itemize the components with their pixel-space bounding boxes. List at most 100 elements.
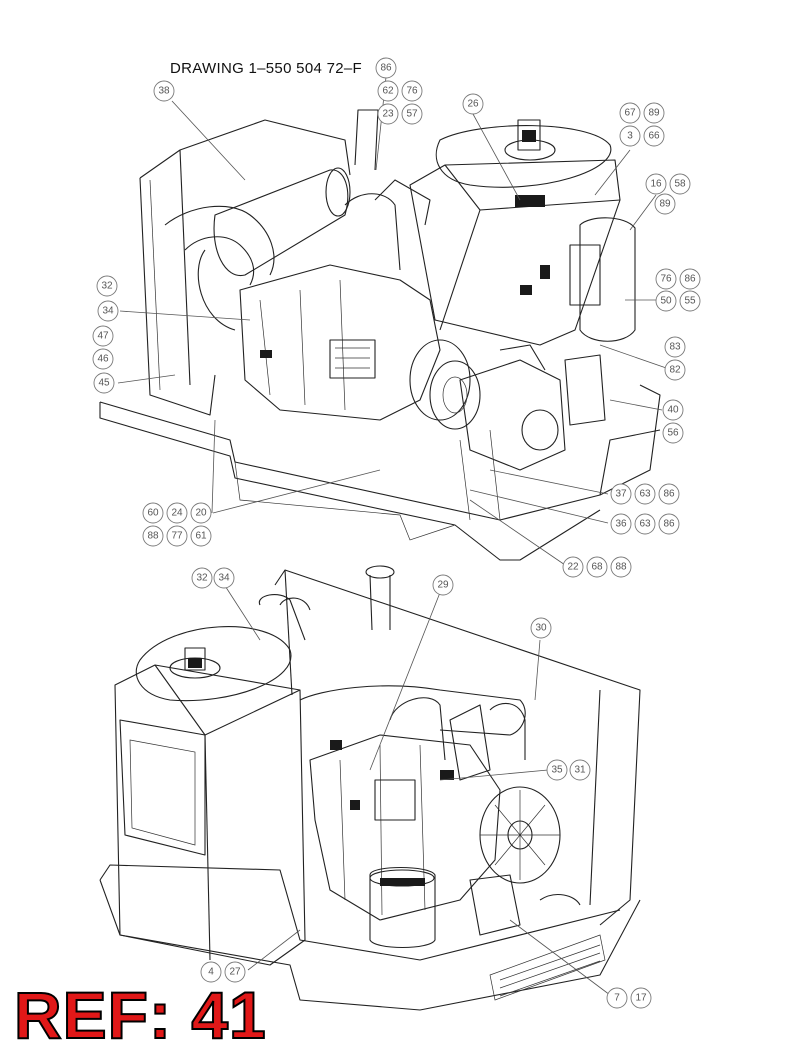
svg-text:86: 86	[380, 63, 392, 74]
callout-66: 66	[643, 125, 665, 147]
svg-text:46: 46	[97, 354, 109, 365]
callout-50: 50	[655, 290, 677, 312]
svg-text:36: 36	[615, 519, 627, 530]
callout-63a: 63	[634, 483, 656, 505]
svg-text:35: 35	[551, 765, 563, 776]
svg-text:27: 27	[229, 967, 241, 978]
svg-text:34: 34	[102, 306, 114, 317]
svg-text:7: 7	[614, 993, 620, 1004]
callout-63b: 63	[634, 513, 656, 535]
callout-32b: 32	[191, 567, 213, 589]
callout-4: 4	[200, 961, 222, 983]
callout-38: 38	[153, 80, 175, 102]
svg-text:77: 77	[171, 531, 183, 542]
callout-37: 37	[610, 483, 632, 505]
svg-text:89: 89	[648, 108, 660, 119]
callout-16: 16	[645, 173, 667, 195]
callout-67: 67	[619, 102, 641, 124]
callout-61: 61	[190, 525, 212, 547]
svg-text:32: 32	[101, 281, 113, 292]
callout-83: 83	[664, 336, 686, 358]
callout-27: 27	[224, 961, 246, 983]
svg-text:86: 86	[663, 519, 675, 530]
callout-56: 56	[662, 422, 684, 444]
svg-text:57: 57	[406, 109, 418, 120]
svg-text:34: 34	[218, 573, 230, 584]
svg-text:29: 29	[437, 580, 449, 591]
callout-57: 57	[401, 103, 423, 125]
svg-text:32: 32	[196, 573, 208, 584]
svg-text:82: 82	[669, 365, 681, 376]
callout-22: 22	[562, 556, 584, 578]
svg-text:17: 17	[635, 993, 647, 1004]
svg-text:26: 26	[467, 99, 479, 110]
callout-40: 40	[662, 399, 684, 421]
callout-24: 24	[166, 502, 188, 524]
ref-label: REF: 41	[13, 978, 267, 1052]
callout-62: 62	[377, 80, 399, 102]
svg-text:16: 16	[650, 179, 662, 190]
svg-text:37: 37	[615, 489, 627, 500]
callout-36: 36	[610, 513, 632, 535]
callout-86b: 86	[679, 268, 701, 290]
svg-text:45: 45	[98, 378, 110, 389]
svg-text:22: 22	[567, 562, 579, 573]
callouts-bottom: 32 34 29 30 35 31 4 27 7 17	[191, 567, 652, 1009]
svg-text:31: 31	[574, 765, 586, 776]
callout-20: 20	[190, 502, 212, 524]
svg-text:68: 68	[591, 562, 603, 573]
svg-text:61: 61	[195, 531, 207, 542]
svg-text:89: 89	[659, 199, 671, 210]
callout-86c: 86	[658, 483, 680, 505]
svg-text:4: 4	[208, 967, 214, 978]
callout-26: 26	[462, 93, 484, 115]
callout-89a: 89	[643, 102, 665, 124]
svg-text:83: 83	[669, 342, 681, 353]
top-assembly	[99, 109, 661, 561]
svg-text:62: 62	[382, 86, 394, 97]
svg-text:56: 56	[667, 428, 679, 439]
callout-32a: 32	[96, 275, 118, 297]
callout-60: 60	[142, 502, 164, 524]
svg-text:3: 3	[627, 131, 633, 142]
callout-88a: 88	[142, 525, 164, 547]
svg-text:24: 24	[171, 508, 183, 519]
svg-text:60: 60	[147, 508, 159, 519]
svg-text:55: 55	[684, 296, 696, 307]
svg-text:66: 66	[648, 131, 660, 142]
callout-47: 47	[92, 325, 114, 347]
callout-86d: 86	[658, 513, 680, 535]
callout-76b: 76	[655, 268, 677, 290]
callout-3: 3	[619, 125, 641, 147]
svg-text:86: 86	[684, 274, 696, 285]
svg-text:50: 50	[660, 296, 672, 307]
svg-text:63: 63	[639, 489, 651, 500]
svg-text:47: 47	[97, 331, 109, 342]
drawing-title: DRAWING 1–550 504 72–F	[170, 60, 362, 77]
callout-17: 17	[630, 987, 652, 1009]
svg-text:30: 30	[535, 623, 547, 634]
bottom-assembly	[99, 565, 641, 1011]
svg-text:88: 88	[615, 562, 627, 573]
callout-89b: 89	[654, 193, 676, 215]
callout-76a: 76	[401, 80, 423, 102]
callout-45: 45	[93, 372, 115, 394]
callout-58: 58	[669, 173, 691, 195]
callout-30: 30	[530, 617, 552, 639]
callout-77: 77	[166, 525, 188, 547]
svg-text:58: 58	[674, 179, 686, 190]
svg-text:76: 76	[406, 86, 418, 97]
svg-text:63: 63	[639, 519, 651, 530]
svg-text:67: 67	[624, 108, 636, 119]
callouts-top: 86 62 76 23 57 38 26 67 89 3 66 16 58 89…	[92, 57, 701, 578]
svg-text:40: 40	[667, 405, 679, 416]
svg-text:88: 88	[147, 531, 159, 542]
svg-text:76: 76	[660, 274, 672, 285]
svg-text:23: 23	[382, 109, 394, 120]
callout-86a: 86	[375, 57, 397, 79]
callout-88b: 88	[610, 556, 632, 578]
svg-text:20: 20	[195, 508, 207, 519]
callout-46: 46	[92, 348, 114, 370]
